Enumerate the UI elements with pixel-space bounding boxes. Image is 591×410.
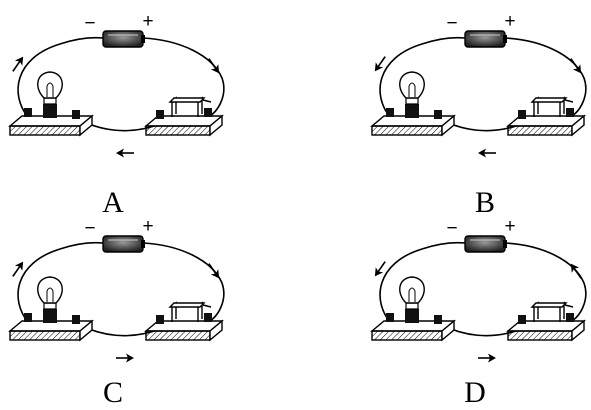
terminal [434,315,442,324]
option-d-label: D [464,376,486,409]
switch-blade [168,97,206,103]
switch-blade [530,302,568,308]
lamp-board [8,313,94,342]
switch-blade [530,97,568,103]
option-a-circuit: − + A [8,11,225,219]
current-arrow-bottom [116,353,134,363]
option-c-circuit: − + C [8,216,225,409]
terminal [72,315,80,324]
terminal [24,313,32,322]
terminal [204,313,212,322]
switch-blade [168,302,206,308]
switch-board [506,301,586,342]
battery-minus-sign: − [84,218,95,239]
current-arrow-left [12,261,24,277]
switch-handle [202,304,212,308]
light-bulb [37,276,63,323]
current-arrow-right [208,263,220,279]
switch-handle [564,304,574,308]
wire-right [504,242,587,323]
switch-handle [202,99,212,103]
current-arrow-bottom [478,353,496,363]
switch-board [144,301,224,342]
terminal [566,108,574,117]
terminal [434,110,442,119]
terminal [156,110,164,119]
current-arrow-right [570,263,582,279]
terminal [386,108,394,117]
wire-left [379,241,466,323]
battery-plus-sign: + [504,11,515,32]
battery [102,30,145,48]
battery [102,235,145,253]
option-c-label: C [103,376,123,409]
terminal [518,110,526,119]
current-arrow-left [374,56,386,72]
lamp-board [370,313,456,342]
option-a-label: A [102,186,124,219]
battery [464,235,507,253]
terminal [518,315,526,324]
light-bulb [37,71,63,118]
current-arrow-right [208,58,220,74]
battery-minus-sign: − [84,13,95,34]
current-arrow-bottom [478,148,496,158]
battery-plus-sign: + [504,216,515,237]
current-arrow-left [374,261,386,277]
battery-minus-sign: − [446,13,457,34]
battery-minus-sign: − [446,218,457,239]
current-arrow-right [570,58,582,74]
lamp-board [8,108,94,137]
current-arrow-bottom [116,148,134,158]
switch-board [144,96,224,137]
wire-right [142,242,225,323]
battery [464,30,507,48]
battery-plus-sign: + [142,216,153,237]
current-arrow-left [12,56,24,72]
option-b-circuit: − + B [370,11,587,219]
wire-left [17,241,104,323]
lamp-board [370,108,456,137]
wire-right [142,37,225,118]
terminal [156,315,164,324]
wire-left [379,36,466,118]
terminal [386,313,394,322]
switch-handle [564,99,574,103]
terminal [566,313,574,322]
terminal [24,108,32,117]
wire-right [504,37,587,118]
battery-plus-sign: + [142,11,153,32]
option-d-circuit: − + D [370,216,587,409]
option-b-label: B [475,186,495,219]
light-bulb [399,276,425,323]
wire-left [17,36,104,118]
switch-board [506,96,586,137]
terminal [204,108,212,117]
terminal [72,110,80,119]
light-bulb [399,71,425,118]
